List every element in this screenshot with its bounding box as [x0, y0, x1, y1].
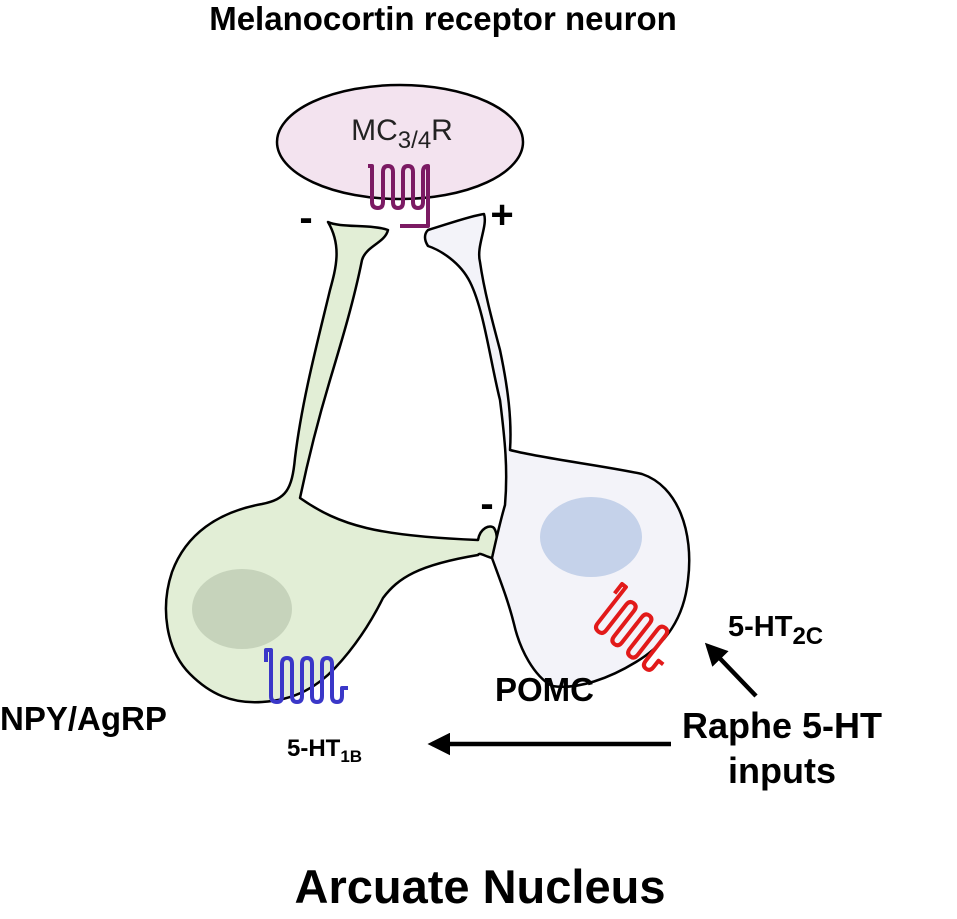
pomc-neuron	[423, 212, 691, 688]
inhibit-sign-npy-mc: -	[299, 196, 312, 240]
mc-receptor-neuron	[275, 83, 525, 201]
ht2c-receptor-label: 5-HT2C	[728, 611, 823, 650]
raphe-inputs-line1: Raphe 5-HT	[682, 705, 882, 746]
raphe-inputs-line2: inputs	[728, 750, 836, 791]
diagram-title: Melanocortin receptor neuron	[209, 0, 677, 37]
mc-receptor-label: MC3/4R	[351, 114, 453, 154]
diagram-footer: Arcuate Nucleus	[295, 860, 666, 913]
npy-agrp-nucleus	[192, 569, 292, 649]
pomc-nucleus	[540, 497, 642, 577]
pomc-label: POMC	[495, 671, 594, 708]
ht1b-receptor-icon	[264, 648, 348, 704]
ht1b-receptor-label: 5-HT1B	[287, 735, 362, 766]
arrow-raphe-to-ht2c	[704, 642, 758, 698]
inhibit-sign-npy-pomc: -	[480, 482, 493, 526]
excite-sign-pomc-mc: +	[490, 193, 513, 237]
mc-receptor-icon	[368, 164, 430, 228]
ht2c-receptor-icon	[594, 582, 670, 672]
npy-agrp-label: NPY/AgRP	[0, 700, 167, 737]
